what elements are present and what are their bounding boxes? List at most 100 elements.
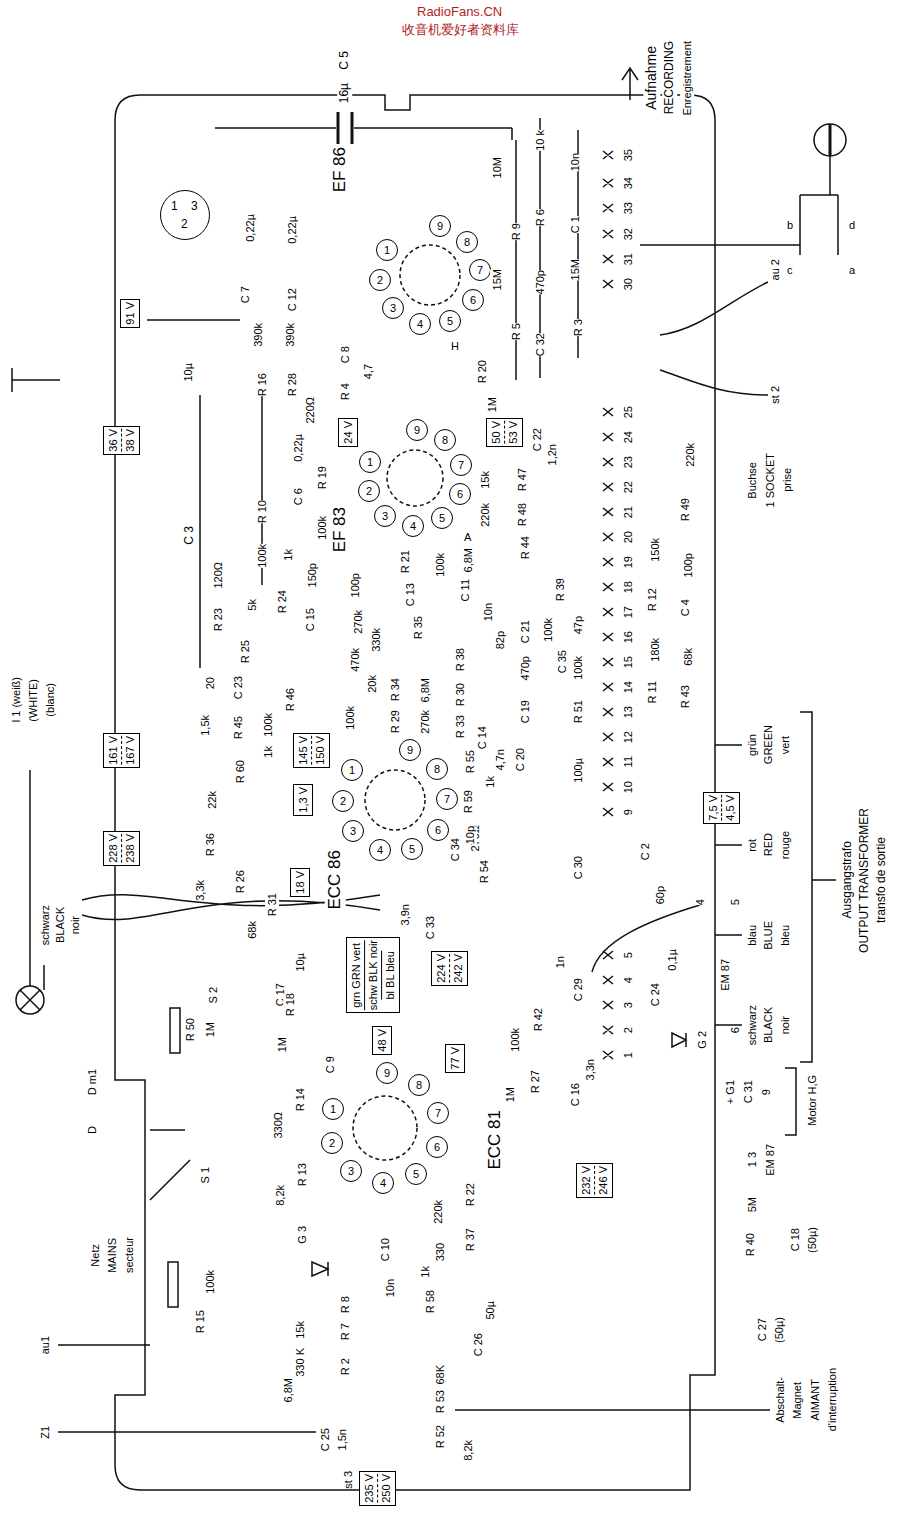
component-label: 20 xyxy=(621,531,635,543)
voltage-value: 250 V xyxy=(377,1474,394,1503)
component-label: R 60 xyxy=(233,760,247,783)
voltage-box: 7,5 V4,5 V xyxy=(703,792,740,824)
component-label: R 35 xyxy=(411,616,425,639)
jack-contact xyxy=(829,124,832,156)
component-label: 1M xyxy=(503,1087,517,1102)
voltage-box: 24 V xyxy=(338,418,358,447)
component-label: R 47 xyxy=(515,468,529,491)
component-label: (blanc) xyxy=(43,683,57,717)
component-label: 6,8M xyxy=(461,548,475,572)
wire xyxy=(58,1345,316,1432)
switch-symbol xyxy=(150,1130,190,1200)
voltage-value: 238 V xyxy=(121,834,138,863)
component-label: R 21 xyxy=(398,550,412,573)
component-label: 19 xyxy=(621,556,635,568)
voltage-box: 1,3 V xyxy=(293,784,313,816)
tube-pin: 8 xyxy=(456,231,478,253)
pin-number: 1 xyxy=(367,457,373,468)
component-label: R 38 xyxy=(453,648,467,671)
pin-number: 6 xyxy=(435,825,441,836)
component-label: 1M xyxy=(275,1037,289,1052)
component-label: 4,7 xyxy=(361,364,375,379)
pin-number: 3 xyxy=(350,826,356,837)
component-label: schwarz xyxy=(38,905,52,945)
component-label: S 1 xyxy=(198,1167,212,1184)
component-label: 14 xyxy=(621,681,635,693)
component-label: 100µ xyxy=(571,758,585,783)
component-label: 3,9n xyxy=(398,904,412,925)
component-label: prise xyxy=(780,468,794,492)
component-label: 3,3k xyxy=(193,880,207,901)
component-label: C 26 xyxy=(471,1333,485,1356)
component-label: 100p xyxy=(348,573,362,597)
pin-number: 1 xyxy=(384,245,390,256)
component-label: 100k xyxy=(255,544,269,568)
terminal-marks xyxy=(603,151,613,1059)
component-label: 390k xyxy=(251,323,265,347)
component-label: R 16 xyxy=(255,373,269,396)
component-label: R 42 xyxy=(531,1008,545,1031)
voltage-value: 246 V xyxy=(594,1166,611,1195)
component-label: 1 SOCKET xyxy=(763,453,777,507)
tube-pin: 9 xyxy=(376,1062,398,1084)
component-label: R 24 xyxy=(275,590,289,613)
component-label: transfo de sortie xyxy=(874,837,889,923)
pin-number: 7 xyxy=(444,794,450,805)
voltage-box: 145 V150 V xyxy=(293,733,330,768)
voltage-value: 161 V xyxy=(105,736,121,765)
component-label: R 49 xyxy=(678,498,692,521)
voltage-value: 242 V xyxy=(449,954,466,983)
component-label: 68k xyxy=(245,921,259,939)
component-label: 15 xyxy=(621,656,635,668)
voltage-value: 7,5 V xyxy=(705,795,721,821)
component-label: C 32 xyxy=(533,333,547,356)
component-label: 100p xyxy=(681,553,695,577)
tube-pin: 5 xyxy=(405,1163,427,1185)
component-label: 330k xyxy=(369,628,383,652)
pin-number: 8 xyxy=(416,1080,422,1091)
component-label: C 25 xyxy=(318,1428,332,1451)
component-label: 10n xyxy=(383,1279,397,1297)
component-label: 100k xyxy=(315,516,329,540)
component-label: 15M xyxy=(490,269,504,290)
component-label: R 8 xyxy=(338,1296,352,1313)
capacitor-lead xyxy=(215,128,512,140)
component-label: C 4 xyxy=(678,599,692,616)
component-label: C 12 xyxy=(285,288,299,311)
component-label: BLACK xyxy=(53,907,67,943)
microphone-cross xyxy=(20,990,40,1010)
pin-number: 1 xyxy=(349,765,355,776)
component-label: a xyxy=(848,264,856,276)
component-label: R 36 xyxy=(203,833,217,856)
component-label: 16µ xyxy=(337,83,352,103)
component-label: 1M xyxy=(203,1022,217,1037)
component-label: Z1 xyxy=(38,1426,52,1439)
component-label: Magnet xyxy=(790,1382,804,1419)
pin-number: 2 xyxy=(377,275,383,286)
tube-pin: 6 xyxy=(427,819,449,841)
tube-pin: 6 xyxy=(426,1136,448,1158)
tube-pin: 3 xyxy=(340,1160,362,1182)
pin-number: 9 xyxy=(407,745,413,756)
component-label: 1,2n xyxy=(545,444,559,465)
component-label: C 21 xyxy=(518,620,532,643)
component-label: C 3 xyxy=(182,526,197,545)
component-label: 0,1µ xyxy=(665,949,679,971)
component-label: 20 xyxy=(203,677,217,689)
pin-number: 8 xyxy=(434,764,440,775)
watermark: RadioFans.CN xyxy=(416,5,503,19)
component-label: BLACK xyxy=(761,1007,775,1043)
component-label: 1,5k xyxy=(198,715,212,736)
transformer-wires xyxy=(715,745,742,1025)
component-label: R 5 xyxy=(509,323,523,340)
leader-line xyxy=(455,1409,770,1411)
voltage-value: 150 V xyxy=(311,736,328,765)
component-label: 10 k xyxy=(533,130,547,151)
component-label: R 43 xyxy=(678,685,692,708)
component-label: 4 xyxy=(693,899,707,905)
component-label: 11 xyxy=(621,756,635,767)
tube-pin: 1 xyxy=(322,1098,344,1120)
component-label: 21 xyxy=(621,506,635,518)
ground-symbol xyxy=(12,368,60,392)
